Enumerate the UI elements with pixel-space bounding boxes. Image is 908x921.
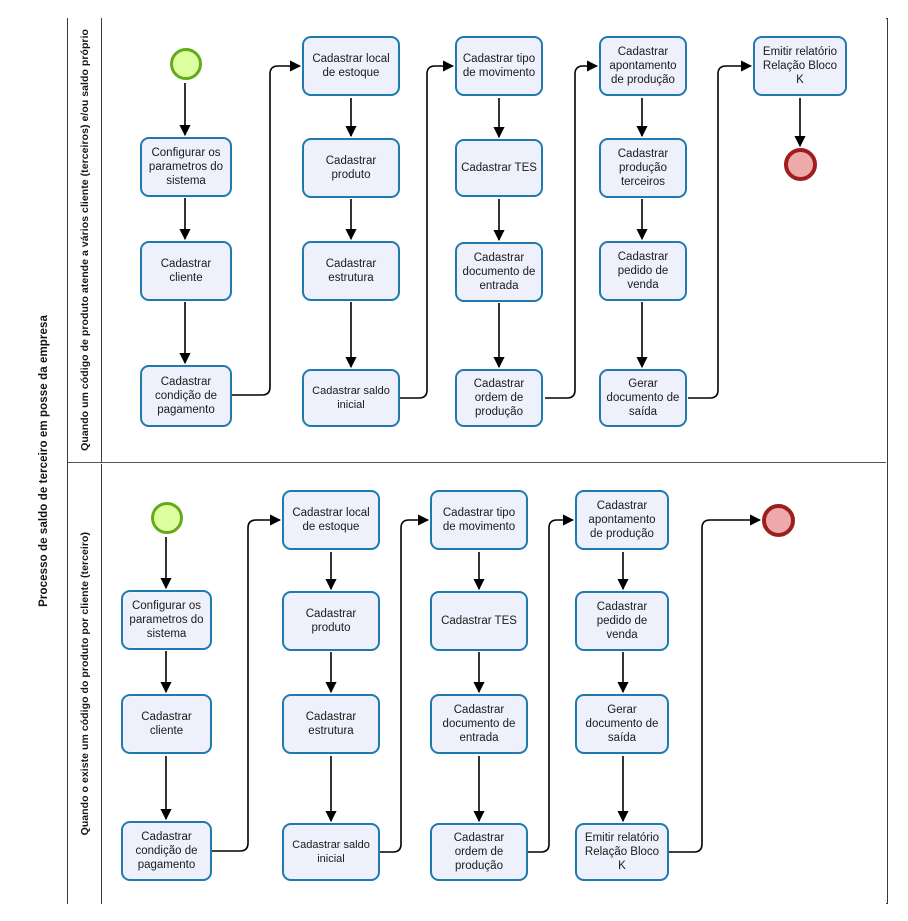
task-cadastrar-ordem-producao-upper[interactable]: Cadastrar ordem de produção — [455, 369, 543, 427]
task-emitir-relatorio-bloco-k-upper[interactable]: Emitir relatório Relação Bloco K — [753, 36, 847, 96]
task-emitir-relatorio-bloco-k-lower[interactable]: Emitir relatório Relação Bloco K — [575, 823, 669, 881]
task-cadastrar-apontamento-producao-lower[interactable]: Cadastrar apontamento de produção — [575, 490, 669, 550]
end-event-lane-lower[interactable] — [762, 504, 795, 537]
task-cadastrar-local-estoque-upper[interactable]: Cadastrar local de estoque — [302, 36, 400, 96]
task-cadastrar-cliente-lower[interactable]: Cadastrar cliente — [121, 694, 212, 754]
lane-lower-label: Quando o existe um código do produto por… — [78, 532, 91, 836]
task-cadastrar-estrutura-lower[interactable]: Cadastrar estrutura — [282, 694, 380, 754]
task-cadastrar-tes-upper[interactable]: Cadastrar TES — [455, 139, 543, 197]
task-cadastrar-tipo-movimento-lower[interactable]: Cadastrar tipo de movimento — [430, 490, 528, 550]
task-cadastrar-tipo-movimento-upper[interactable]: Cadastrar tipo de movimento — [455, 36, 543, 96]
pool-title: Processo de saldo de terceiro em posse d… — [20, 18, 68, 904]
start-event-lane-upper[interactable] — [170, 48, 202, 80]
task-cadastrar-documento-entrada-upper[interactable]: Cadastrar documento de entrada — [455, 242, 543, 302]
task-gerar-documento-saida-lower[interactable]: Gerar documento de saída — [575, 694, 669, 754]
task-cadastrar-ordem-producao-lower[interactable]: Cadastrar ordem de produção — [430, 823, 528, 881]
task-cadastrar-tes-lower[interactable]: Cadastrar TES — [430, 591, 528, 651]
task-cadastrar-cliente-upper[interactable]: Cadastrar cliente — [140, 241, 232, 301]
task-cadastrar-produto-upper[interactable]: Cadastrar produto — [302, 138, 400, 198]
task-cadastrar-pedido-venda-upper[interactable]: Cadastrar pedido de venda — [599, 241, 687, 301]
task-cadastrar-condicao-pagamento-upper[interactable]: Cadastrar condição de pagamento — [140, 365, 232, 427]
task-cadastrar-produto-lower[interactable]: Cadastrar produto — [282, 591, 380, 651]
task-configurar-parametros-upper[interactable]: Configurar os parametros do sistema — [140, 137, 232, 197]
task-cadastrar-documento-entrada-lower[interactable]: Cadastrar documento de entrada — [430, 694, 528, 754]
lane-upper-label: Quando um código de produto atende a vár… — [78, 29, 91, 451]
lane-upper-label-cell: Quando um código de produto atende a vár… — [68, 18, 102, 462]
task-cadastrar-apontamento-producao-upper[interactable]: Cadastrar apontamento de produção — [599, 36, 687, 96]
task-cadastrar-estrutura-upper[interactable]: Cadastrar estrutura — [302, 241, 400, 301]
task-cadastrar-condicao-pagamento-lower[interactable]: Cadastrar condição de pagamento — [121, 821, 212, 881]
start-event-lane-lower[interactable] — [151, 502, 183, 534]
task-configurar-parametros-lower[interactable]: Configurar os parametros do sistema — [121, 590, 212, 650]
end-event-lane-upper[interactable] — [784, 148, 817, 181]
lane-lower-label-cell: Quando o existe um código do produto por… — [68, 463, 102, 904]
pool-title-label: Processo de saldo de terceiro em posse d… — [37, 315, 50, 607]
task-cadastrar-producao-terceiros-upper[interactable]: Cadastrar produção terceiros — [599, 138, 687, 198]
task-gerar-documento-saida-upper[interactable]: Gerar documento de saída — [599, 369, 687, 427]
task-cadastrar-saldo-inicial-lower[interactable]: Cadastrar saldo inicial — [282, 823, 380, 881]
task-cadastrar-local-estoque-lower[interactable]: Cadastrar local de estoque — [282, 490, 380, 550]
task-cadastrar-saldo-inicial-upper[interactable]: Cadastrar saldo inicial — [302, 369, 400, 427]
task-cadastrar-pedido-venda-lower[interactable]: Cadastrar pedido de venda — [575, 591, 669, 651]
